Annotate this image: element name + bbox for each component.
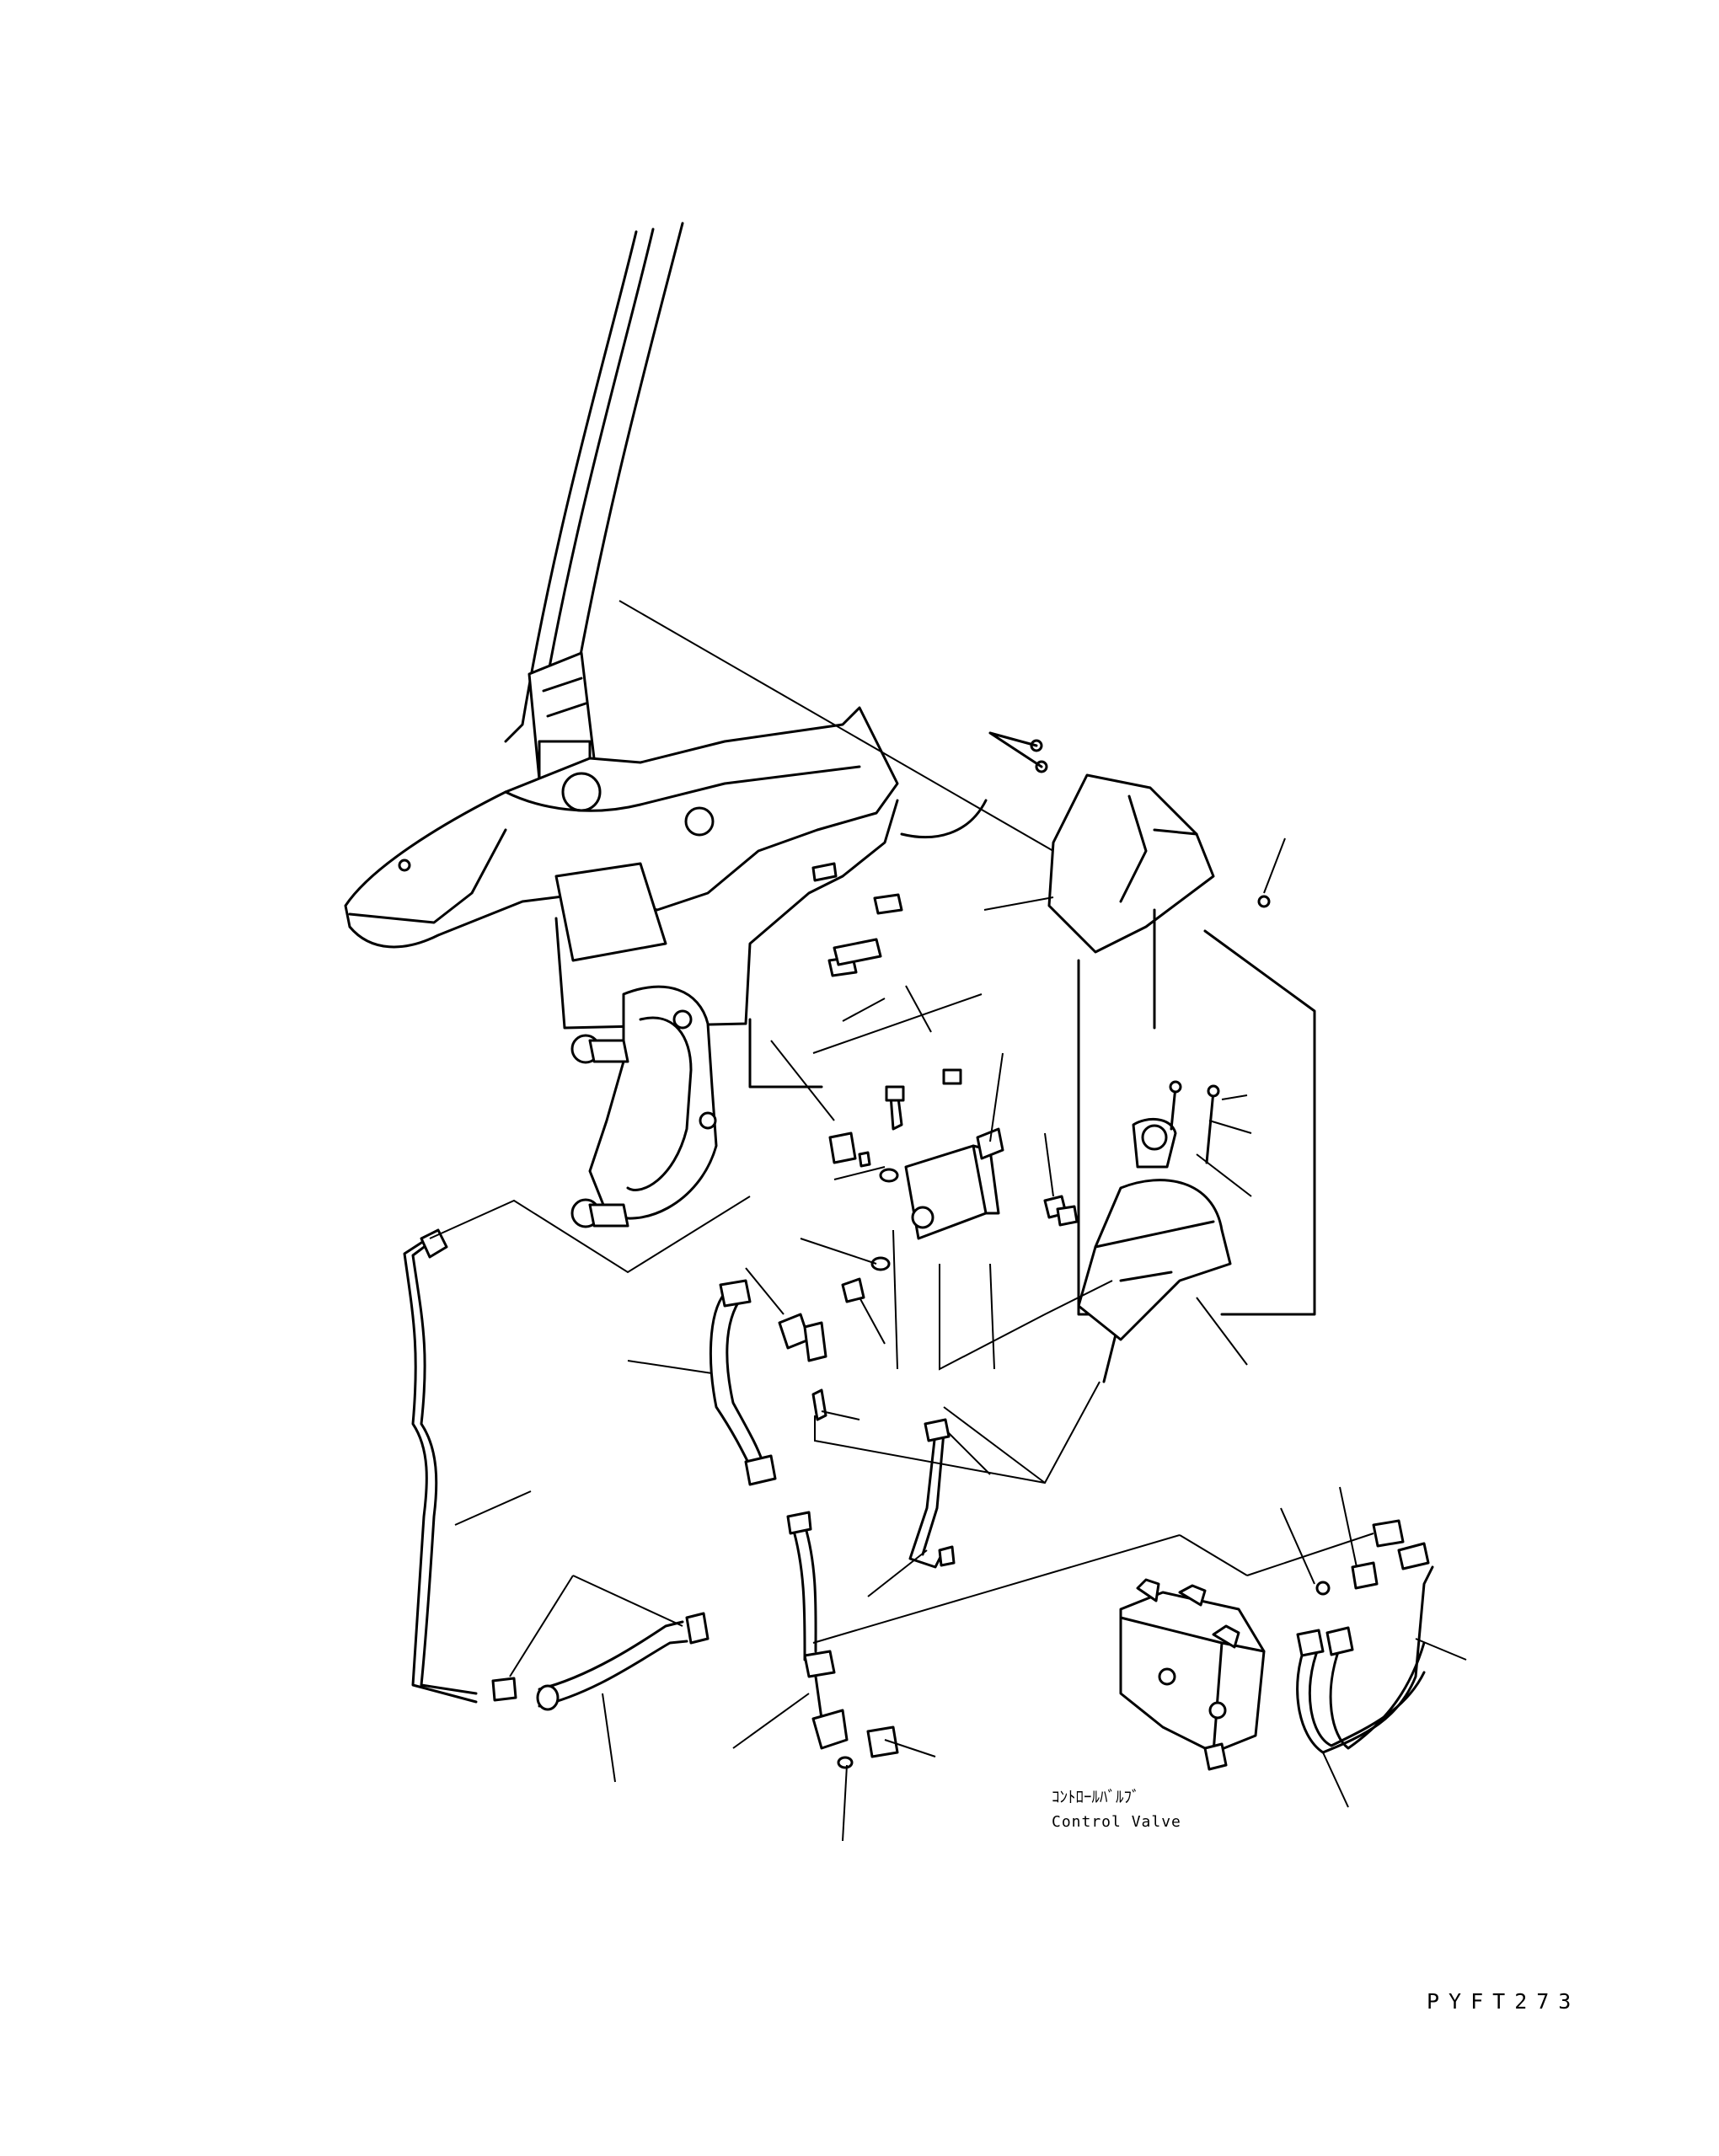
left-pipe (403, 1228, 517, 1704)
leader-lines (429, 600, 1467, 1842)
drain-hose (536, 1612, 710, 1711)
control-valve-label-jp: ｺﾝﾄﾛｰﾙﾊﾞﾙﾌﾞ (1052, 1788, 1140, 1806)
control-valve (1119, 1578, 1266, 1771)
cab-pillar (504, 222, 684, 781)
control-valve-label-en: Control Valve (1052, 1813, 1181, 1831)
valve-hoses (1296, 1519, 1434, 1754)
fittings (778, 1277, 956, 1569)
side-cover (1047, 773, 1316, 1383)
center-hose (709, 1279, 899, 1769)
steering-bracket (570, 985, 718, 1228)
floor-frame (344, 706, 988, 1089)
drawing-code: PYFT273 (1427, 1989, 1581, 2014)
valve-block (811, 862, 1079, 1271)
bolt-set (988, 731, 1048, 773)
